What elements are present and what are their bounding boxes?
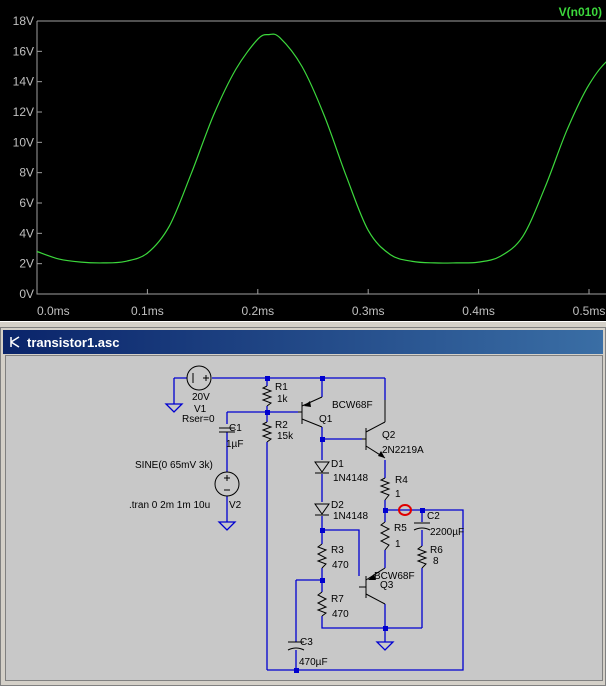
q3-transistor[interactable] — [359, 567, 386, 605]
pane-splitter[interactable] — [0, 321, 606, 327]
q3-model-label: BCW68F — [374, 571, 415, 582]
v1-value-label: 20V — [192, 392, 210, 403]
r4-name-label: R4 — [395, 475, 408, 486]
schematic-title: transistor1.asc — [27, 335, 120, 350]
r3-resistor[interactable] — [316, 543, 328, 569]
r5-resistor[interactable] — [379, 521, 391, 551]
r7-value-label: 470 — [332, 609, 349, 620]
waveform-chart[interactable]: 0V 2V 4V 6V 8V 10V 12V 14V 16V 18V 0.0ms 0.1ms 0.2ms… — [0, 0, 606, 321]
y-tick-label: 4V — [19, 226, 34, 240]
q1-name-label: Q1 — [319, 414, 333, 425]
r3-name-label: R3 — [331, 545, 344, 556]
v1-rser-label: Rser=0 — [182, 414, 215, 425]
q1-model-label: BCW68F — [332, 400, 373, 411]
r5-name-label: R5 — [394, 523, 407, 534]
c1-capacitor[interactable] — [219, 427, 235, 433]
c2-value-label: 2200µF — [430, 527, 464, 538]
r2-value-label: 15k — [277, 431, 294, 442]
y-tick-label: 8V — [19, 166, 34, 180]
waveform-plot-pane[interactable]: 0V 2V 4V 6V 8V 10V 12V 14V 16V 18V 0.0ms 0.1ms 0.2ms… — [0, 0, 606, 321]
x-tick-label: 0.3ms — [352, 304, 385, 318]
v2-source[interactable] — [214, 471, 240, 497]
r7-name-label: R7 — [331, 594, 344, 605]
c3-capacitor[interactable] — [287, 641, 305, 651]
x-tick-label: 0.2ms — [241, 304, 274, 318]
v1-source[interactable] — [186, 365, 212, 391]
ground-icon — [375, 641, 395, 651]
x-tick-label: 0.1ms — [131, 304, 164, 318]
q2-transistor[interactable] — [362, 400, 386, 459]
schematic-app-icon — [10, 336, 20, 348]
v2-name-label: V2 — [229, 500, 242, 511]
c1-value-label: 1µF — [226, 439, 243, 450]
schematic-drawing[interactable]: 20V V1 Rser=0 R1 1k R2 15k C1 1µF BCW68F… — [6, 356, 603, 681]
tran-directive-label: .tran 0 2m 1m 10u — [129, 500, 210, 511]
ground-icon — [217, 521, 237, 531]
junctions — [265, 376, 425, 673]
schematic-labels: 20V V1 Rser=0 R1 1k R2 15k C1 1µF BCW68F… — [129, 382, 464, 668]
r6-value-label: 8 — [433, 556, 439, 567]
r1-name-label: R1 — [275, 382, 288, 393]
plot-frame — [36, 21, 606, 295]
wires — [173, 377, 464, 671]
v1-name-label: V1 — [194, 404, 207, 415]
d1-model-label: 1N4148 — [333, 473, 368, 484]
y-tick-label: 0V — [19, 287, 34, 301]
d2-name-label: D2 — [331, 500, 344, 511]
y-tick-label: 6V — [19, 196, 34, 210]
x-tick-label: 0.4ms — [462, 304, 495, 318]
r1-resistor[interactable] — [261, 385, 273, 407]
x-tick-label: 0.5ms — [573, 304, 606, 318]
c2-name-label: C2 — [427, 511, 440, 522]
y-tick-label: 14V — [13, 75, 34, 89]
q2-model-label: 2N2219A — [382, 445, 424, 456]
d1-diode[interactable] — [314, 461, 330, 474]
r6-name-label: R6 — [430, 545, 443, 556]
ground-icon — [164, 403, 184, 413]
r6-resistor[interactable] — [416, 545, 428, 569]
y-tick-label: 12V — [13, 105, 34, 119]
r4-resistor[interactable] — [379, 477, 391, 501]
y-tick-label: 18V — [13, 14, 34, 28]
trace-label[interactable]: V(n010) — [559, 5, 602, 19]
d2-diode[interactable] — [314, 503, 330, 516]
c3-value-label: 470µF — [299, 657, 328, 668]
probe-cursor-icon — [398, 504, 412, 516]
r5-value-label: 1 — [395, 539, 401, 550]
r3-value-label: 470 — [332, 560, 349, 571]
c1-name-label: C1 — [229, 423, 242, 434]
y-tick-label: 16V — [13, 44, 34, 58]
y-tick-label: 10V — [13, 135, 34, 149]
q1-transistor[interactable] — [298, 396, 323, 428]
r4-value-label: 1 — [395, 489, 401, 500]
r2-resistor[interactable] — [261, 421, 273, 443]
r7-resistor[interactable] — [316, 591, 328, 617]
c2-capacitor[interactable] — [413, 522, 431, 531]
c3-name-label: C3 — [300, 637, 313, 648]
d1-name-label: D1 — [331, 459, 344, 470]
r2-name-label: R2 — [275, 420, 288, 431]
schematic-canvas[interactable]: 20V V1 Rser=0 R1 1k R2 15k C1 1µF BCW68F… — [5, 355, 603, 681]
q2-name-label: Q2 — [382, 430, 396, 441]
r1-value-label: 1k — [277, 394, 289, 405]
y-tick-label: 2V — [19, 257, 34, 271]
plot-axes — [36, 20, 606, 295]
schematic-window[interactable]: transistor1.asc — [0, 327, 606, 686]
d2-model-label: 1N4148 — [333, 511, 368, 522]
q3-name-label: Q3 — [380, 580, 394, 591]
trace-v-n010 — [36, 33, 606, 264]
schematic-titlebar[interactable]: transistor1.asc — [3, 330, 603, 354]
v2-source-label: SINE(0 65mV 3k) — [135, 460, 213, 471]
x-tick-label: 0.0ms — [37, 304, 70, 318]
